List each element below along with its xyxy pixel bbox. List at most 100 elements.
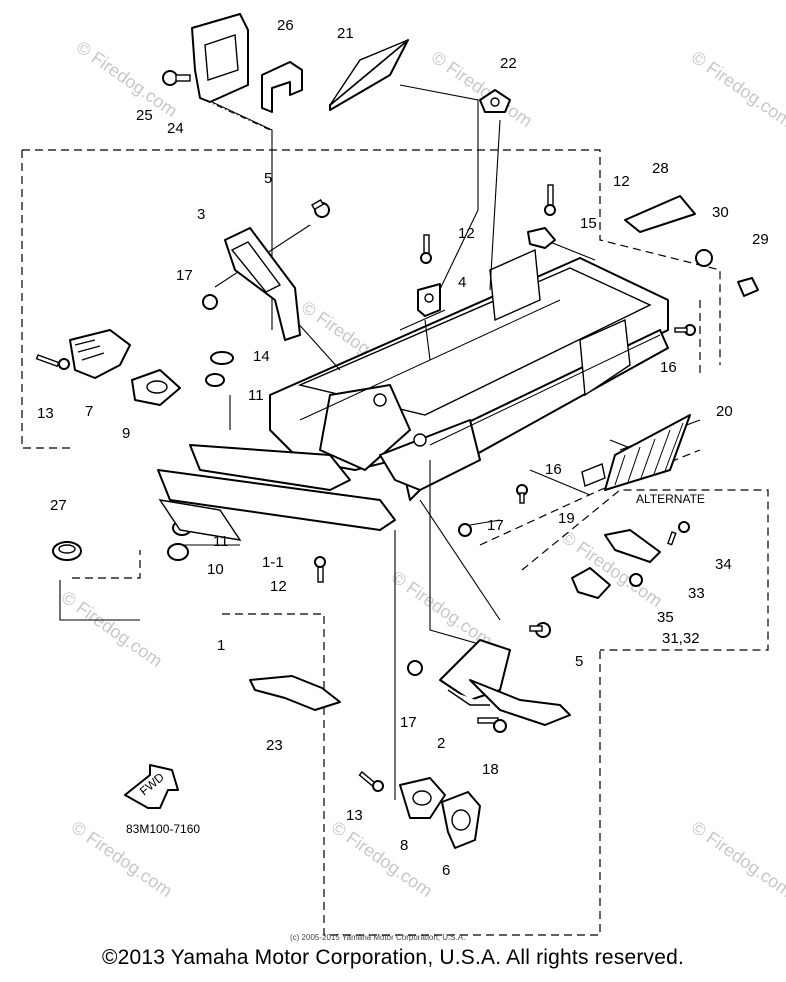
- callout-30: 30: [712, 204, 729, 221]
- callout-33: 33: [688, 585, 705, 602]
- watermark-text: © Firedog.com: [58, 587, 166, 671]
- part-12-bolt: [314, 556, 326, 583]
- part-12-bolt: [420, 234, 432, 264]
- part-33-guard: [604, 529, 661, 563]
- part-code: 83M100-7160: [126, 822, 200, 836]
- part-26-clip: [261, 61, 303, 113]
- callout-12-mid: 12: [458, 225, 475, 242]
- callout-1-1: 1-1: [262, 554, 284, 571]
- part-1-1-crossmember: [158, 499, 242, 541]
- leader-line: [419, 499, 501, 621]
- forward-arrow: FWD: [124, 764, 179, 809]
- callout-15: 15: [580, 215, 597, 232]
- part-17-nut: [407, 660, 423, 676]
- assembly-boundaries: [21, 149, 769, 936]
- part-29-clip: [737, 277, 759, 297]
- callout-11-top: 11: [248, 387, 264, 404]
- callout-13-left: 13: [37, 405, 54, 422]
- leader-line: [399, 309, 446, 331]
- part-9-gasket: [131, 369, 181, 406]
- callout-16-right: 16: [660, 359, 677, 376]
- callout-29: 29: [752, 231, 769, 248]
- steering-column-mount: [319, 384, 411, 471]
- watermark-text: © Firedog.com: [328, 817, 436, 901]
- leader-line: [399, 84, 479, 311]
- part-20-panel: [604, 414, 691, 491]
- part-25-bolt: [162, 70, 191, 86]
- part-12-bolt: [544, 184, 556, 216]
- callout-4: 4: [458, 274, 466, 291]
- callout-26: 26: [277, 17, 294, 34]
- part-6-boot: [441, 791, 481, 849]
- rear-plate-bracket: [579, 318, 631, 397]
- part-21-panel: [329, 39, 409, 111]
- callout-12-bottom: 12: [270, 578, 287, 595]
- callout-17-left: 17: [176, 267, 193, 284]
- leader-line: [489, 119, 501, 291]
- part-27-seal: [52, 541, 82, 561]
- part-16-bolt: [516, 484, 528, 504]
- callout-8: 8: [400, 837, 408, 854]
- callout-17-mid: 17: [487, 517, 504, 534]
- part-13-bolt: [358, 771, 384, 792]
- alternate-boundary: [521, 489, 769, 651]
- part-30-nut: [695, 249, 713, 267]
- frame-side-rail: [379, 419, 481, 491]
- leader-line: [211, 101, 273, 330]
- callout-27: 27: [50, 497, 67, 514]
- part-23-guard: [249, 675, 341, 711]
- part-17-nut: [202, 294, 218, 310]
- part-10-damper: [167, 543, 189, 561]
- callout-10: 10: [207, 561, 224, 578]
- part-17-nut: [458, 523, 472, 537]
- part-14-damper: [210, 351, 234, 365]
- part-4-mount: [417, 283, 441, 317]
- callout-11-bottom: 11: [213, 533, 229, 550]
- callout-1: 1: [217, 637, 225, 654]
- part-16-bolt: [674, 324, 696, 336]
- callout-20: 20: [716, 403, 733, 420]
- frame-assembly-boundary: [22, 149, 721, 365]
- frame-hole: [413, 433, 427, 447]
- part-7-duct: [69, 329, 131, 379]
- leader-line: [529, 469, 591, 496]
- callout-18: 18: [482, 761, 499, 778]
- frame-detail-line: [429, 334, 661, 446]
- callout-19: 19: [558, 510, 575, 527]
- watermark-text: © Firedog.com: [688, 47, 786, 131]
- part-18-bolt: [477, 717, 507, 733]
- callout-25: 25: [136, 107, 153, 124]
- callout-22: 22: [500, 55, 517, 72]
- part-13-bolt: [35, 354, 70, 370]
- part-31-32-bracket: [571, 567, 611, 599]
- callout-28: 28: [652, 160, 669, 177]
- inner-credit: (c) 2005-2015 Yamaha Motor Corporation, …: [290, 933, 465, 942]
- part-34-bolt: [666, 521, 690, 546]
- callout-34: 34: [715, 556, 732, 573]
- bottom-left-boundary: [72, 550, 141, 579]
- leader-line: [469, 519, 501, 526]
- callout-6: 6: [442, 862, 450, 879]
- leader-line: [204, 99, 271, 131]
- watermark-text: © Firedog.com: [688, 817, 786, 901]
- part-24-bracket: [191, 13, 249, 103]
- part-15-clip: [527, 227, 556, 249]
- callout-14: 14: [253, 348, 270, 365]
- watermark-text: © Firedog.com: [388, 567, 496, 651]
- main-frame: [157, 248, 669, 531]
- part-3-stay: [224, 227, 301, 341]
- frame-hole: [373, 393, 387, 407]
- frame-assembly-boundary-left: [21, 150, 70, 449]
- watermark-text: © Firedog.com: [428, 47, 536, 131]
- subframe-boundary: [479, 449, 701, 546]
- part-11-damper: [205, 373, 225, 387]
- callout-21: 21: [337, 25, 354, 42]
- callout-5-bottom: 5: [575, 653, 583, 670]
- part-2-footrest: [439, 639, 571, 726]
- alternate-label: ALTERNATE: [636, 492, 705, 506]
- part-5-bolt: [311, 199, 330, 218]
- callout-24: 24: [167, 120, 184, 137]
- part-22-cap: [479, 89, 511, 113]
- part-8-flange: [399, 777, 446, 819]
